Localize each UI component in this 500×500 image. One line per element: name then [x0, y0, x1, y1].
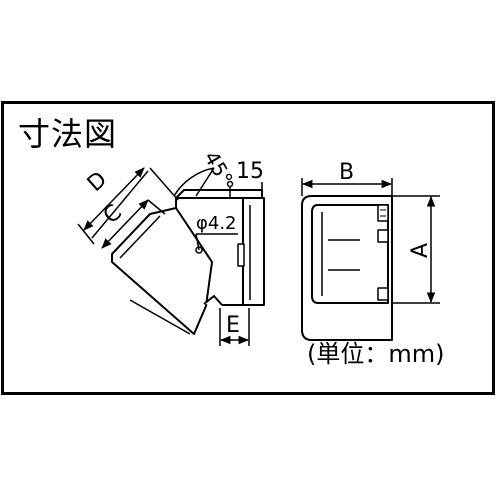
unit-note: (単位：mm) — [307, 340, 445, 368]
dimension-a — [392, 195, 440, 304]
dim-label-offset: 15 — [236, 159, 264, 184]
drawing-title: 寸法図 — [18, 115, 118, 153]
dim-label-b: B — [339, 160, 354, 185]
dim-label-a: A — [408, 243, 433, 258]
elbow-front-view — [301, 195, 393, 341]
dim-label-hole: φ4.2 — [196, 213, 237, 234]
dimension-b — [301, 178, 393, 196]
dim-label-e: E — [226, 313, 240, 338]
dim-label-d: D — [83, 167, 112, 197]
elbow-side-view — [111, 189, 265, 335]
dimension-lines-left — [77, 167, 263, 346]
